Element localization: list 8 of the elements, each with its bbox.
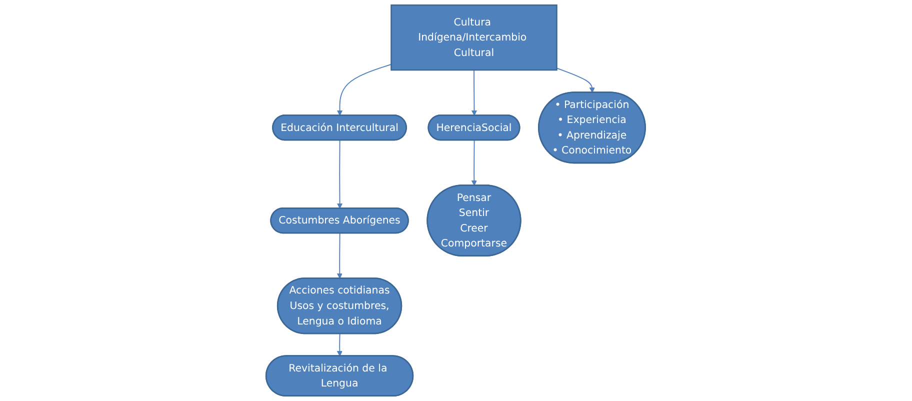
arrow <box>472 70 478 116</box>
node-box: Cultura Indígena/Intercambio Cultural <box>390 4 558 71</box>
arrow <box>337 333 343 356</box>
arrow <box>337 232 343 279</box>
arrow <box>337 140 343 209</box>
arrow <box>472 140 478 186</box>
arrow <box>556 68 596 93</box>
arrow <box>337 64 392 116</box>
